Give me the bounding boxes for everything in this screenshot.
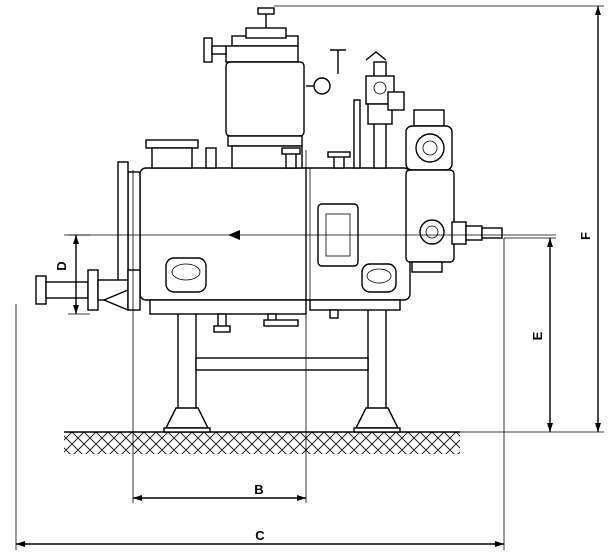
- dimension-f-label: F: [578, 232, 593, 240]
- dimension-b: B: [132, 150, 307, 503]
- support-frame: [163, 291, 401, 433]
- ground-hatch: [64, 431, 460, 454]
- dimension-c: C: [15, 238, 505, 550]
- main-vessel: [117, 161, 411, 315]
- dimension-e-label: E: [530, 331, 545, 340]
- dimension-e: E: [460, 237, 556, 433]
- dimension-d-label: D: [54, 261, 69, 270]
- top-nozzles: [145, 139, 351, 169]
- pump-motor: [405, 109, 503, 273]
- centerline: [64, 230, 556, 240]
- dimension-b-label: B: [254, 482, 263, 497]
- dimension-c-label: C: [255, 528, 265, 543]
- dimension-d: D: [54, 234, 90, 315]
- inlet-pipe: [35, 269, 141, 312]
- bottom-outlets: [165, 257, 397, 333]
- level-gauge-assembly: [353, 51, 405, 169]
- dimension-f: F: [274, 5, 604, 433]
- upper-separator: [203, 7, 346, 169]
